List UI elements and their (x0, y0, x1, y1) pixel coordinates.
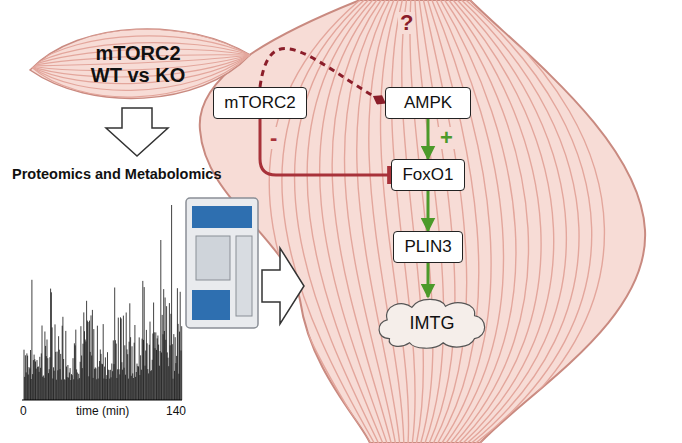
instrument (186, 198, 258, 328)
node-text: AMPK (404, 93, 452, 113)
muscle-fibers (269, 0, 604, 443)
cloud-node: IMTG (376, 297, 488, 349)
hollow-arrow (106, 108, 168, 156)
axis (22, 400, 182, 401)
muscle-label: mTORC2 WT vs KO (86, 42, 190, 86)
node-text: PLIN3 (404, 237, 451, 257)
node-text: FoxO1 (402, 165, 453, 185)
muscle-outline (200, 0, 645, 443)
axis-label: time (min) (76, 404, 129, 418)
node-text: mTORC2 (224, 93, 295, 113)
axis-label: 140 (166, 404, 186, 418)
edge-label: ? (398, 12, 415, 34)
edge-label: + (438, 127, 455, 149)
node-text: mTORC2 WT vs KO (86, 42, 190, 86)
connector (260, 119, 391, 175)
edge-label: - (268, 127, 279, 149)
process-box: PLIN3 (393, 231, 463, 263)
process-box: AMPK (385, 87, 471, 119)
hollow-arrow (262, 248, 304, 324)
connector (427, 263, 430, 297)
axis-label: 0 (20, 404, 27, 418)
process-box: FoxO1 (391, 159, 465, 191)
chromatogram (24, 205, 182, 400)
method-label: Proteomics and Metabolomics (12, 166, 222, 182)
process-box: mTORC2 (213, 87, 307, 119)
node-text: IMTG (410, 313, 455, 334)
connector (427, 119, 430, 159)
connector (427, 191, 430, 231)
